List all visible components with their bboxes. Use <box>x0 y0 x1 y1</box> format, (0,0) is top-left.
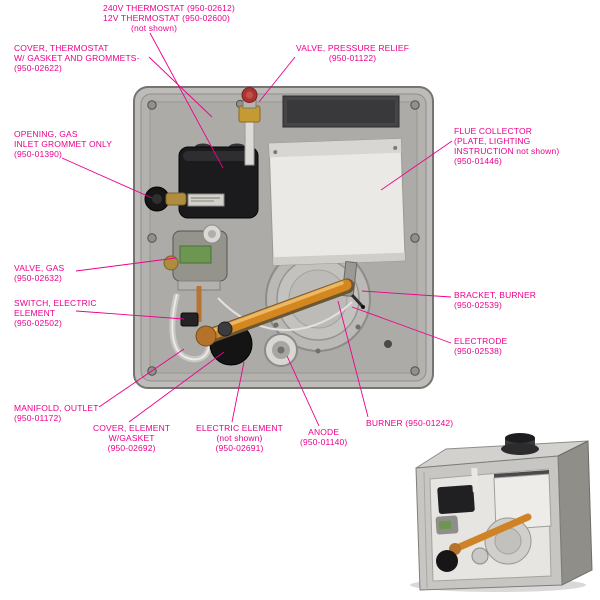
leader-valve-gas <box>75 257 177 272</box>
leader-flue-collector <box>380 140 453 191</box>
leader-cover-element <box>128 351 225 423</box>
callout-opening-gas: OPENING, GAS INLET GROMMET ONLY (950-013… <box>14 129 112 159</box>
callout-line: (950-01122) <box>328 53 377 63</box>
gas-valve <box>163 224 228 322</box>
leader-electrode <box>351 306 452 344</box>
igniter-wire <box>217 297 353 331</box>
leader-anode <box>286 355 320 427</box>
anode-port <box>264 333 298 367</box>
callout-line: (950-02539) <box>454 300 502 310</box>
callout-line: VALVE, GAS <box>14 263 65 273</box>
callout-line: SWITCH, ELECTRIC <box>14 298 97 308</box>
leader-cover-thermostat <box>148 56 213 118</box>
callout-line: (PLATE, LIGHTING <box>454 136 531 146</box>
callout-line: (950-01390) <box>14 149 62 159</box>
callout-line: 240V THERMOSTAT (950-02612) <box>103 3 235 13</box>
callout-electric-element: ELECTRIC ELEMENT (not shown) (950-02691) <box>196 423 283 453</box>
callout-line: (950-02692) <box>107 443 156 453</box>
flue-vent <box>282 95 400 128</box>
callout-line: ELECTRODE <box>454 336 508 346</box>
callout-line: (950-02622) <box>14 63 62 73</box>
callout-line: FLUE COLLECTOR <box>454 126 532 136</box>
callout-line: (950-02632) <box>14 273 62 283</box>
pressure-relief-valve <box>238 87 261 166</box>
flue-collector-plate <box>268 138 406 266</box>
callout-cover-element: COVER, ELEMENT W/GASKET (950-02692) <box>93 423 170 453</box>
callout-line: W/GASKET <box>108 433 155 443</box>
callout-flue-collector: FLUE COLLECTOR (PLATE, LIGHTING INSTRUCT… <box>454 126 559 166</box>
callout-line: (not shown) <box>131 23 178 33</box>
product-photo <box>410 433 593 592</box>
callout-line: W/ GASKET AND GROMMETS- <box>14 53 140 63</box>
leader-burner <box>337 300 369 418</box>
element-switch <box>180 312 199 327</box>
callout-electrode: ELECTRODE (950-02538) <box>454 336 507 356</box>
callout-line: BURNER (950-01242) <box>366 418 454 428</box>
callout-line: MANIFOLD, OUTLET <box>14 403 99 413</box>
callout-burner: BURNER (950-01242) <box>366 418 453 428</box>
callout-anode: ANODE (950-01140) <box>300 427 347 447</box>
leader-lines <box>61 32 453 427</box>
callout-line: ELECTRIC ELEMENT <box>196 423 283 433</box>
leader-switch-electric <box>75 310 185 320</box>
leader-valve-pressure-relief <box>258 56 296 103</box>
callout-valve-pressure-relief: VALVE, PRESSURE RELIEF (950-01122) <box>296 43 409 63</box>
electrode-part <box>350 293 365 309</box>
callout-bracket-burner: BRACKET, BURNER (950-02539) <box>454 290 536 310</box>
burner-assembly <box>195 278 355 347</box>
leader-thermostats-top <box>149 32 224 169</box>
callout-line: (950-01446) <box>454 156 502 166</box>
thermostat-cover <box>178 143 259 219</box>
callout-line: VALVE, PRESSURE RELIEF <box>296 43 410 53</box>
callout-line: INLET GROMMET ONLY <box>14 139 113 149</box>
leader-bracket-burner <box>361 290 452 298</box>
callout-line: ANODE <box>308 427 340 437</box>
callout-line: COVER, ELEMENT <box>93 423 171 433</box>
callout-line: COVER, THERMOSTAT <box>14 43 109 53</box>
callout-line: (950-01140) <box>300 437 348 447</box>
gas-inlet-grommet <box>144 186 187 212</box>
leader-electric-element <box>231 361 245 423</box>
callout-line: BRACKET, BURNER <box>454 290 537 300</box>
callout-line: INSTRUCTION not shown) <box>454 146 560 156</box>
callout-line: (950-01172) <box>14 413 62 423</box>
callout-line: ELEMENT <box>14 308 56 318</box>
callout-manifold-outlet: MANIFOLD, OUTLET (950-01172) <box>14 403 99 423</box>
callout-cover-thermostat: COVER, THERMOSTAT W/ GASKET AND GROMMETS… <box>14 43 140 73</box>
leader-opening-gas <box>61 157 153 199</box>
callout-line: (950-02691) <box>215 443 264 453</box>
callout-thermostats-top: 240V THERMOSTAT (950-02612) 12V THERMOST… <box>103 3 235 33</box>
leader-manifold-outlet <box>98 348 185 408</box>
callout-line: (not shown) <box>216 433 263 443</box>
callout-switch-electric-element: SWITCH, ELECTRIC ELEMENT (950-02502) <box>14 298 97 328</box>
callout-line: (950-02538) <box>454 346 502 356</box>
callout-line: OPENING, GAS <box>14 129 78 139</box>
callout-valve-gas: VALVE, GAS (950-02632) <box>14 263 64 283</box>
panel-screws <box>147 99 420 376</box>
outlet-manifold <box>169 293 212 363</box>
callout-line: 12V THERMOSTAT (950-02600) <box>103 13 231 23</box>
callout-line: (950-02502) <box>14 318 62 328</box>
